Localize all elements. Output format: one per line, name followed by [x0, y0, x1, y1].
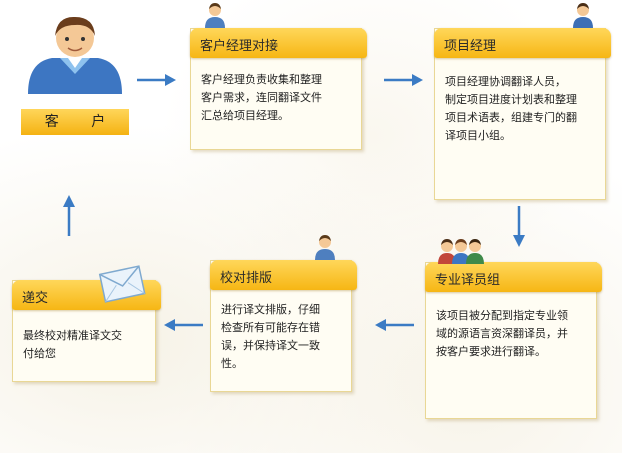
- arrow-right-icon: [384, 74, 423, 86]
- card-title: 校对排版: [220, 271, 273, 286]
- card-header: [190, 28, 367, 58]
- card-header: [210, 260, 357, 290]
- card-header: [425, 262, 602, 292]
- card-description: 该项目被分配到指定专业领 域的源语言资深翻译员，并 按客户要求进行翻译。: [436, 307, 586, 361]
- card-title: 专业译员组: [435, 273, 501, 288]
- card-line: 项目经理协调翻译人员，: [445, 75, 566, 88]
- project-manager-icon: [573, 3, 593, 28]
- proofreader-icon: [315, 235, 335, 260]
- translator-team-card: 专业译员组 该项目被分配到指定专业领 域的源语言资深翻译员，并 按客户要求进行翻…: [425, 262, 602, 419]
- arrow-left-icon: [375, 319, 414, 331]
- envelope-icon: [98, 265, 146, 303]
- arrow-up-icon: [63, 195, 75, 236]
- card-line: 制定项目进度计划表和整理: [445, 93, 577, 106]
- card-line: 检查所有可能存在错: [221, 321, 320, 334]
- card-line: 译项目小组。: [445, 129, 511, 142]
- arrow-right-icon: [137, 74, 176, 86]
- card-line: 误，并保持译文一致: [221, 339, 320, 352]
- client-avatar-icon: [28, 16, 122, 94]
- card-description: 进行译文排版，仔细 检查所有可能存在错 误，并保持译文一致 性。: [221, 301, 341, 373]
- account-manager-icon: [205, 3, 225, 28]
- account-manager-card: 客户经理对接 客户经理负责收集和整理 客户需求，连同翻译文件 汇总给项目经理。: [190, 28, 367, 150]
- card-line: 性。: [221, 357, 243, 370]
- card-header: [434, 28, 611, 58]
- card-line: 该项目被分配到指定专业领: [436, 309, 568, 322]
- arrow-left-icon: [164, 319, 203, 331]
- proofread-layout-card: 校对排版 进行译文排版，仔细 检查所有可能存在错 误，并保持译文一致 性。: [210, 260, 357, 392]
- translator-group-icon: [438, 239, 484, 264]
- card-line: 项目术语表，组建专门的翻: [445, 111, 577, 124]
- card-line: 按客户要求进行翻译。: [436, 345, 546, 358]
- client-label: 客 户: [21, 109, 129, 135]
- card-line: 进行译文排版，仔细: [221, 303, 320, 316]
- project-manager-card: 项目经理 项目经理协调翻译人员， 制定项目进度计划表和整理 项目术语表，组建专门…: [434, 28, 611, 200]
- card-line: 汇总给项目经理。: [201, 109, 289, 122]
- card-line: 付给您: [23, 347, 56, 360]
- card-title: 递交: [22, 291, 49, 306]
- card-description: 项目经理协调翻译人员， 制定项目进度计划表和整理 项目术语表，组建专门的翻 译项…: [445, 73, 595, 145]
- card-description: 最终校对精准译文交 付给您: [23, 327, 145, 363]
- card-line: 客户需求，连同翻译文件: [201, 91, 322, 104]
- arrow-down-icon: [513, 206, 525, 247]
- card-line: 最终校对精准译文交: [23, 329, 122, 342]
- card-title: 项目经理: [444, 39, 497, 54]
- card-line: 域的源语言资深翻译员，并: [436, 327, 568, 340]
- card-line: 客户经理负责收集和整理: [201, 73, 322, 86]
- card-title: 客户经理对接: [200, 39, 279, 54]
- card-description: 客户经理负责收集和整理 客户需求，连同翻译文件 汇总给项目经理。: [201, 71, 351, 125]
